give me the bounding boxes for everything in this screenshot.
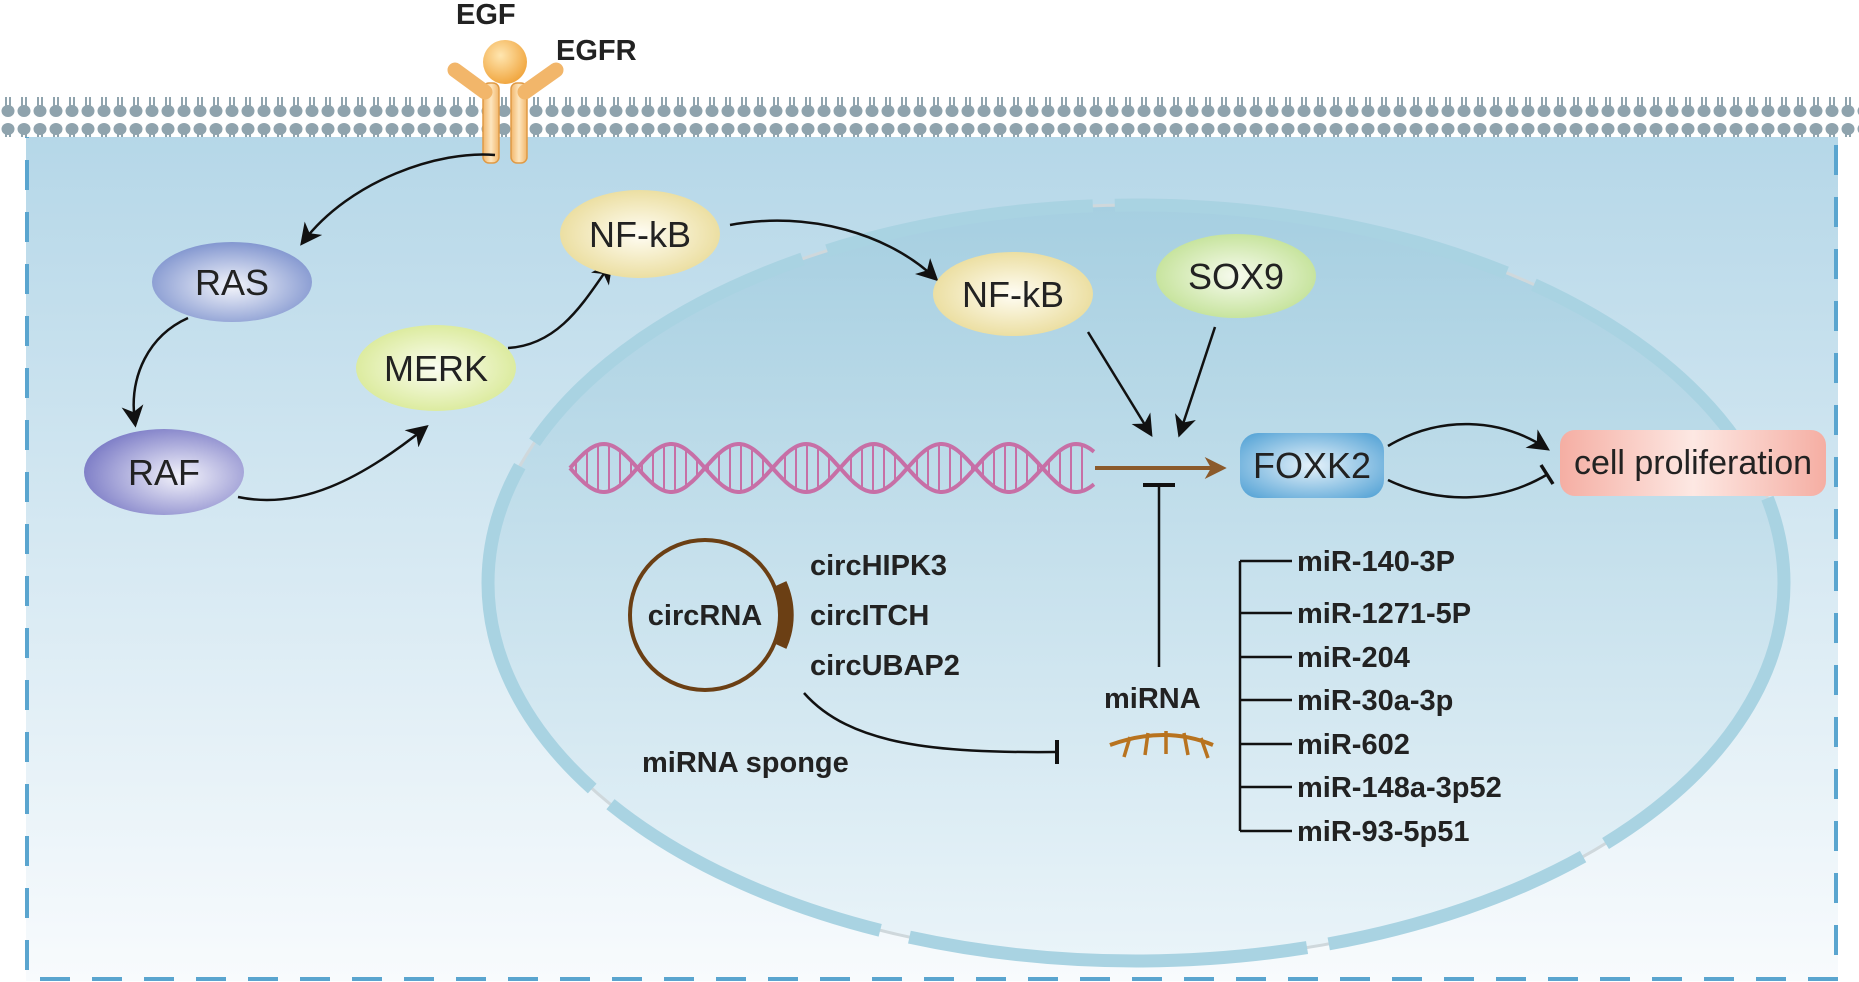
mirna-item: miR-140-3P [1297, 546, 1455, 578]
arrow-egfr-to-ras [300, 153, 496, 246]
merk-label: MERK [384, 348, 488, 389]
foxk2-node [1240, 433, 1384, 498]
inhibit-circrna-mirna [803, 692, 1056, 754]
inhibit-bar-proliferation [1539, 464, 1555, 485]
nfkb-nucleus-label: NF-kB [962, 274, 1064, 315]
cell-proliferation-node [1560, 430, 1826, 496]
foxk2-label: FOXK2 [1253, 445, 1371, 486]
circrna-circle [628, 538, 794, 692]
mirna-label: miRNA [1104, 683, 1201, 715]
sox9-label: SOX9 [1188, 256, 1284, 297]
nucleus [481, 198, 1791, 968]
egf-ligand [483, 40, 527, 84]
mirna-item: miR-204 [1297, 642, 1410, 674]
circrna-label: circRNA [648, 600, 762, 632]
mirna-item: miR-30a-3p [1297, 685, 1453, 717]
egfr-receptor [447, 62, 564, 164]
mirna-list: miR-140-3P miR-1271-5P miR-204 miR-30a-3… [1297, 546, 1502, 848]
ras-node [152, 242, 312, 322]
sox9-node [1156, 234, 1316, 318]
mirna-strand-icon [1109, 731, 1214, 759]
nfkb-nucleus-node [933, 252, 1093, 336]
ras-label: RAS [195, 262, 269, 303]
dna-strand [568, 441, 1096, 495]
arrow-ras-to-raf [121, 316, 189, 428]
dna-helix [568, 441, 1096, 495]
arrow-merk-to-nfkb [507, 261, 613, 350]
arrow-raf-to-merk [237, 425, 429, 502]
arrow-nfkb-to-promoter [1086, 331, 1153, 438]
circrna-list: circHIPK3 circITCH circUBAP2 [810, 550, 960, 682]
arrow-foxk2-promotes-proliferation [1387, 422, 1550, 451]
mirna-item: miR-602 [1297, 729, 1410, 761]
mirna-item: miR-1271-5P [1297, 598, 1471, 630]
mirna-sponge-label: miRNA sponge [642, 747, 849, 779]
nfkb-cytoplasm-label: NF-kB [589, 214, 691, 255]
arrow-sox9-to-promoter [1174, 326, 1217, 438]
arrow-nfkb-to-nucleus [729, 219, 939, 282]
mirna-item: miR-148a-3p52 [1297, 772, 1502, 804]
merk-node [356, 325, 516, 411]
cell-proliferation-label: cell proliferation [1574, 444, 1812, 482]
dna-strand [568, 441, 1096, 495]
nfkb-cytoplasm-node [560, 190, 720, 278]
circrna-item: circHIPK3 [810, 550, 947, 582]
egfr-label: EGFR [556, 35, 637, 67]
circrna-item: circUBAP2 [810, 650, 960, 682]
circrna-item: circITCH [810, 600, 929, 632]
mirna-bracket [1238, 559, 1292, 833]
mirna-item: miR-93-5p51 [1297, 816, 1469, 848]
egf-label: EGF [456, 0, 516, 31]
plasma-membrane [0, 97, 1859, 137]
raf-label: RAF [128, 452, 200, 493]
inhibit-foxk2-proliferation [1387, 472, 1549, 499]
raf-node [84, 429, 244, 515]
